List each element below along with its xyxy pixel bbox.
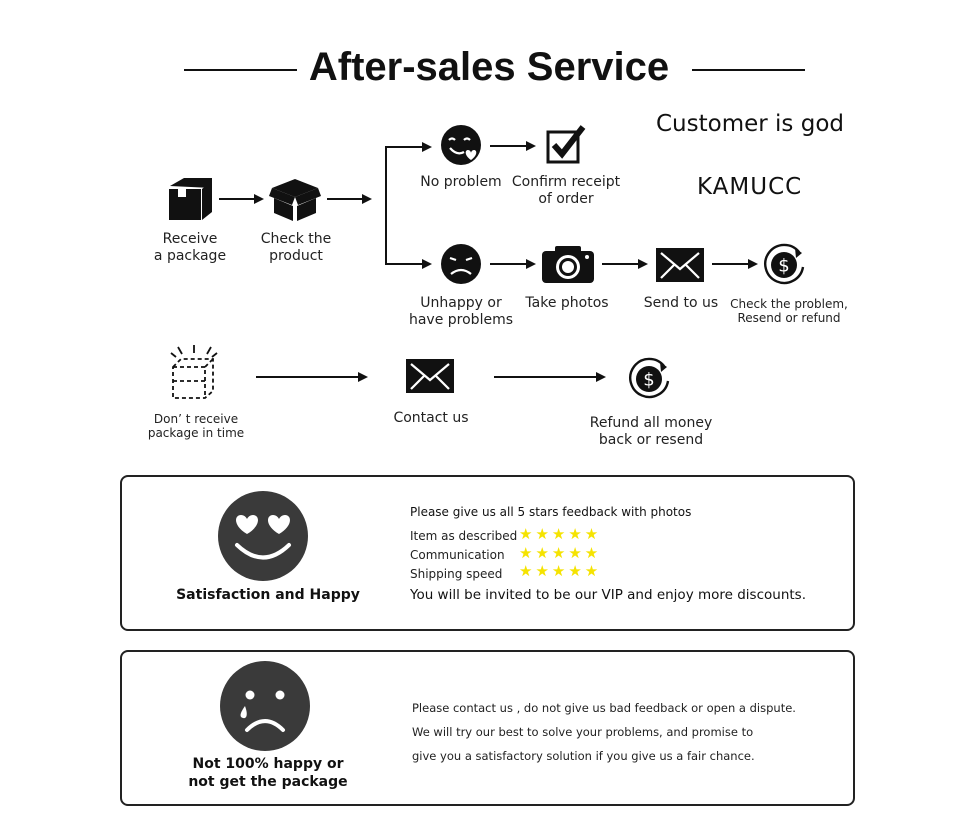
contact-message-line: We will try our best to solve your probl… (412, 725, 754, 739)
unhappy-caption: Not 100% happy or not get the package (188, 756, 348, 790)
open-box-icon (269, 179, 321, 221)
refund-label: Refund all money back or resend (589, 415, 713, 448)
no-problem-label: No problem (420, 174, 502, 190)
contact-message-line: Please contact us , do not give us bad f… (412, 701, 796, 715)
confirm-label: Confirm receipt of order (511, 174, 621, 207)
rating-label: Shipping speed (410, 567, 503, 581)
check-problem-label: Check the problem, Resend or refund (730, 297, 848, 325)
not-received-label: Don’ t receive package in time (147, 412, 245, 440)
smile-heart-face-icon (441, 125, 481, 165)
check-label: Check the product (260, 231, 332, 264)
svg-text:$: $ (778, 256, 789, 277)
title-rule-left (184, 69, 297, 71)
page-title: After-sales Service (308, 45, 670, 89)
receive-label: Receive a package (153, 231, 227, 264)
envelope-icon (406, 359, 454, 393)
heart-eyes-face-icon (218, 491, 308, 581)
star-rating: ★★★★★ (519, 562, 602, 580)
checkbox-icon (546, 125, 586, 164)
dollar-refund-icon: $ (629, 357, 670, 399)
star-rating: ★★★★★ (519, 544, 602, 562)
send-label: Send to us (643, 295, 719, 311)
brand-name: KAMUCC (697, 174, 803, 200)
photos-label: Take photos (525, 295, 609, 311)
branch-bracket (385, 146, 426, 265)
rating-label: Item as described (410, 529, 518, 543)
feedback-heading: Please give us all 5 stars feedback with… (410, 505, 692, 519)
title-rule-right (692, 69, 805, 71)
envelope-icon (656, 248, 704, 282)
vip-message: You will be invited to be our VIP and en… (410, 587, 807, 603)
flow-connectors (219, 141, 758, 382)
unhappy-label: Unhappy or have problems (408, 295, 514, 328)
camera-icon (542, 246, 594, 283)
dashed-box-icon (170, 345, 218, 399)
slogan: Customer is god (656, 111, 844, 137)
svg-text:$: $ (643, 370, 654, 391)
unhappy-feedback-panel (120, 650, 855, 806)
star-rating: ★★★★★ (519, 525, 602, 543)
rating-label: Communication (410, 548, 505, 562)
contact-label: Contact us (393, 410, 469, 426)
happy-feedback-panel (120, 475, 855, 631)
crying-face-icon (220, 661, 310, 751)
happy-caption: Satisfaction and Happy (176, 587, 360, 603)
dollar-refund-icon: $ (764, 243, 805, 285)
sad-face-icon (441, 244, 481, 284)
closed-box-icon (169, 178, 212, 220)
contact-message-line: give you a satisfactory solution if you … (412, 749, 755, 763)
